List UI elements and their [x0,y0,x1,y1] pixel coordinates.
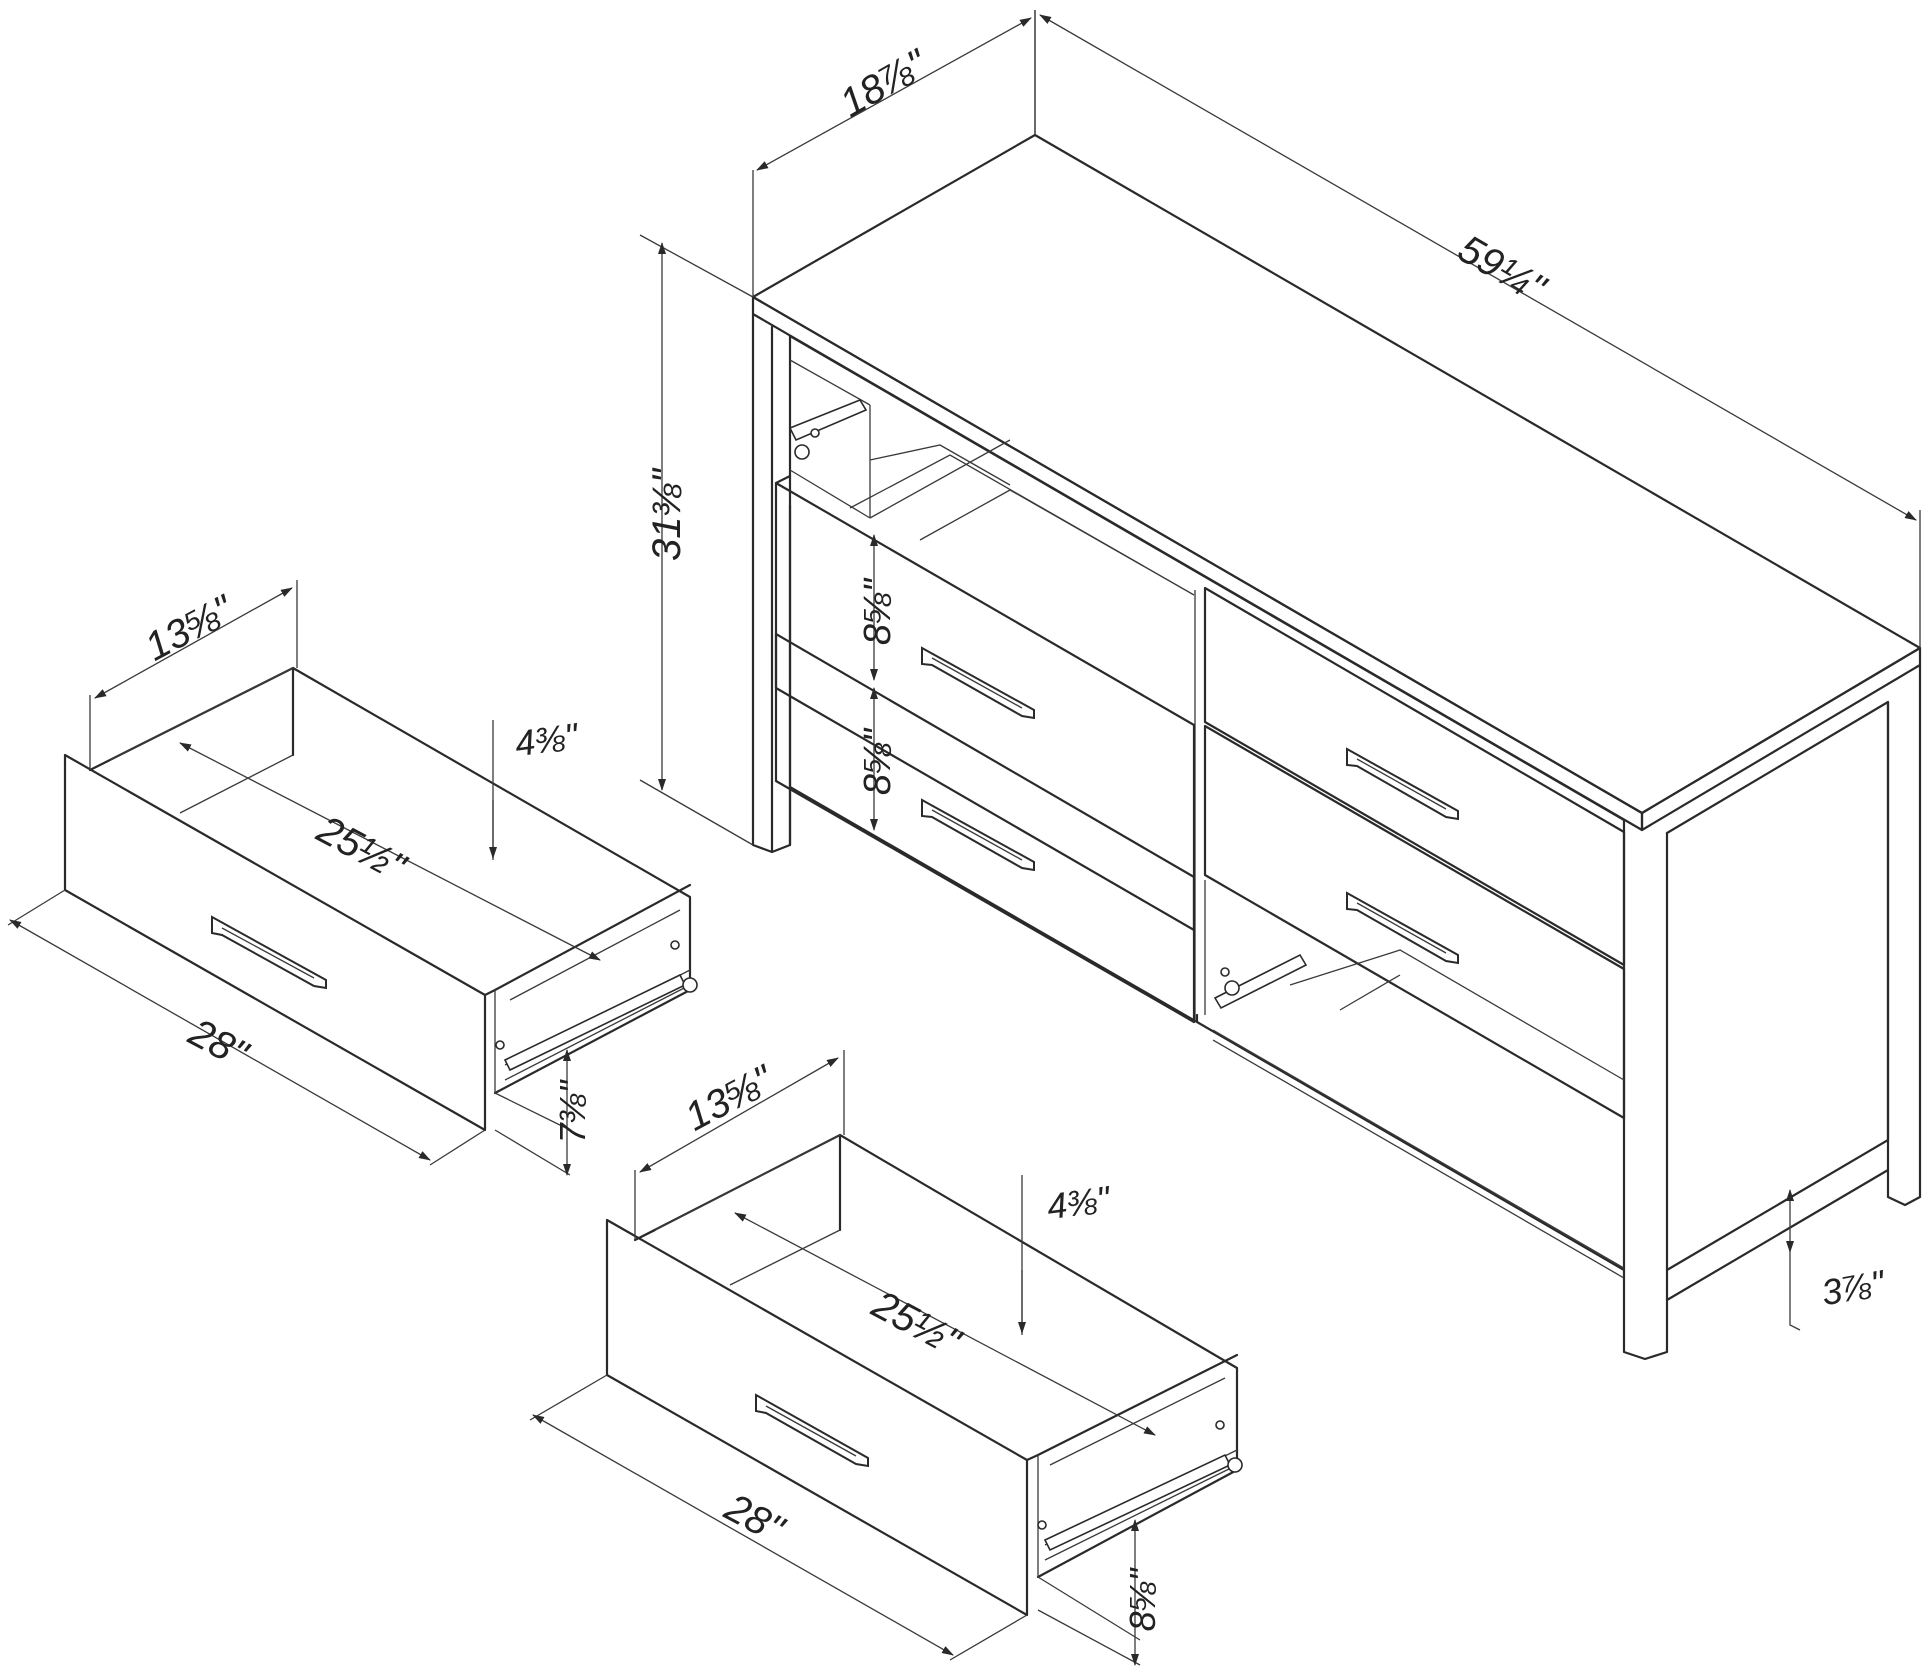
drawer2-height-dimension [1037,1519,1141,1666]
label-drawer2-height: 8⅝" [1122,1566,1163,1631]
drawer-top-left [774,474,1196,932]
label-drawer1-width: 13⅝" [138,587,242,670]
drawer-detail-1: 13⅝" 25½" 4⅜" 28" 7⅜" [7,580,698,1176]
label-drawer1-interior-length: 25½" [309,807,413,890]
label-leg-clearance: 3⅞" [1818,1262,1889,1314]
drawer1-front [63,753,487,1132]
label-dresser-depth: 18⅞" [833,41,936,126]
drawer2-handle [755,1393,869,1468]
handle-top-right [1346,747,1459,821]
dresser-left-front-leg [751,312,792,854]
label-dresser-height: 31⅜" [645,467,689,561]
drawer1-interior-length-dimension [179,742,601,961]
dresser-height-dimension [639,234,754,846]
label-top-drawer-height: 8⅝" [857,577,899,645]
dresser-right-rear-leg [1886,663,1922,1207]
handle-bottom-left [921,798,1035,872]
dresser-top-side-edge [1640,646,1922,832]
drawer2-slide [1037,1420,1243,1552]
drawer2-front [605,1218,1029,1617]
dresser-width-dimension [1034,10,1921,648]
label-drawer2-overall-length: 28" [717,1485,792,1553]
drawer-detail-2: 13⅝" 25½" 4⅜" 28" 8⅝" [529,1050,1243,1666]
drawer-bottom-left [774,632,1196,1024]
drawer2-width-dimension [634,1050,845,1240]
drawer1-width-dimension [89,580,298,770]
dresser-top [751,133,1922,815]
dresser-open-compartment [789,359,1011,519]
handle-bottom-right [1346,891,1459,965]
drawer-top-left-box [849,454,1195,596]
dresser-right-side-panel [1665,700,1890,1302]
drawer1-overall-length-dimension [7,889,486,1166]
label-drawer1-interior-depth: 4⅜" [512,715,582,765]
drawer2-overall-length-dimension [529,1374,1028,1661]
drawer-bottom-right [1203,724,1626,1120]
drawer-slide-hardware [788,399,868,460]
drawer-slide-hardware-lower [1213,953,1308,1010]
label-drawer2-interior-depth: 4⅜" [1044,1178,1114,1228]
drawer1-handle [211,915,327,990]
label-drawer1-overall-length: 28" [181,1010,256,1078]
label-drawer1-height: 7⅜" [552,1078,593,1143]
drawer1-height-dimension [494,1049,571,1176]
drawer-top-right [1203,586,1626,967]
drawer1-slide [495,940,698,1072]
leg-clearance-dimension [1786,1189,1801,1331]
label-drawer2-width: 13⅝" [678,1057,782,1140]
dresser: 18⅞" 59¼" 31⅜" 8⅝" 8⅝" 3⅞" [639,10,1922,1361]
dresser-front-body [788,334,1626,1272]
handle-top-left [921,646,1035,720]
label-dresser-width: 59¼" [1451,227,1554,312]
label-drawer2-interior-length: 25½" [864,1282,968,1365]
dresser-bottom-rail [1212,1029,1625,1279]
drawer2-interior-length-dimension [734,1212,1156,1436]
label-second-drawer-height: 8⅝" [857,727,899,795]
dresser-right-front-leg [1622,818,1669,1361]
dresser-bottom-open-compartment [1204,880,1625,1081]
